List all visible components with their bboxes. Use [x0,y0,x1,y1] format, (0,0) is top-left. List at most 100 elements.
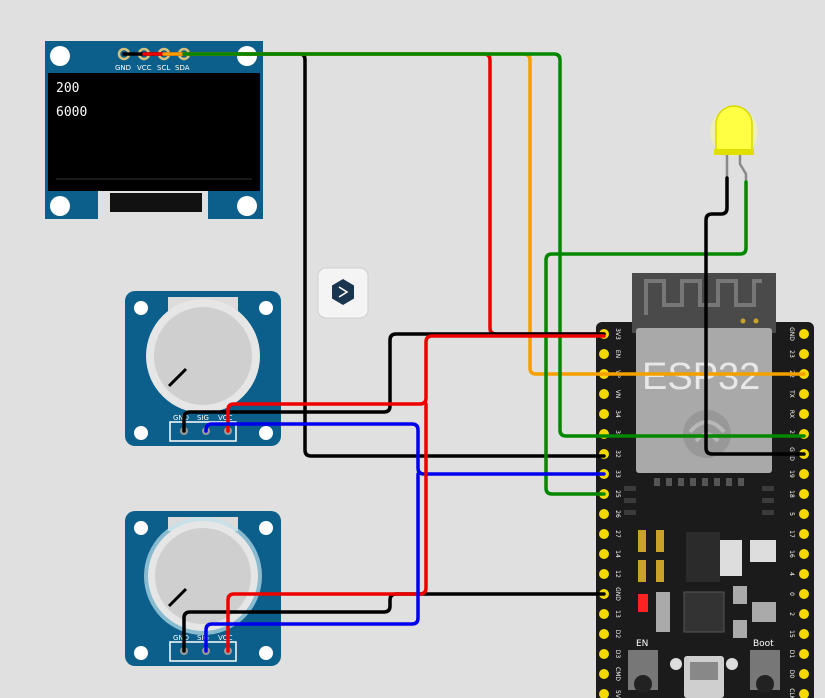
wire-pot1-sig[interactable] [204,422,606,476]
esp32-pin-label: 35 [614,430,621,438]
pot-pin-label: SIG [197,634,209,642]
esp32-pin-left-26[interactable] [599,509,609,519]
oled-mount-hole [50,46,70,66]
esp32-uart-chip [683,591,725,633]
esp32-pin-label: 26 [614,510,621,518]
esp32-pin-right-17[interactable] [799,529,809,539]
esp32-pin-label: 17 [788,530,795,538]
esp32-title: ESP32 [642,356,760,398]
esp32-pin-label: 5 [788,512,795,516]
esp32-pin-left-en[interactable] [599,349,609,359]
esp32-pin-label: GND [788,327,795,341]
pot-knob[interactable] [155,528,251,624]
oled-line-1: 200 [56,81,79,96]
esp32-pin-label: VN [614,390,621,399]
esp32-boot-label: Boot [753,639,774,649]
esp32-pin-right-16[interactable] [799,549,809,559]
esp32-pin-right-18[interactable] [799,489,809,499]
wire-pot2-sig[interactable] [204,472,420,653]
esp32-pin-right-15[interactable] [799,629,809,639]
esp32-en-label: EN [636,639,648,649]
esp32-pin-label: 12 [614,570,621,578]
esp32-pin-right-19[interactable] [799,469,809,479]
pot-pin-label: GND [173,634,189,642]
esp32-pin-right-2[interactable] [799,609,809,619]
pot-mount-hole [134,301,148,315]
oled-pin-label: GND [115,64,131,72]
oled-mount-hole [237,196,257,216]
esp32-pin-left-34[interactable] [599,409,609,419]
esp32-pin-label: 5V [614,690,621,698]
pot-mount-hole [259,426,273,440]
pot-pin-label: SIG [197,414,209,422]
esp32-pin-label: 14 [614,550,621,558]
esp32-pin-right-0[interactable] [799,589,809,599]
oled-pin-label: SDA [175,64,190,72]
esp32-pin-label: 2 [788,612,795,616]
esp32-pin-left-12[interactable] [599,569,609,579]
esp32-pin-left-d3[interactable] [599,649,609,659]
esp32-pin-left-5v[interactable] [599,689,609,698]
wire-pot1-vcc[interactable] [226,334,606,433]
esp32-pin-label: 33 [614,470,621,478]
wire-led-cathode[interactable] [704,176,806,456]
esp32-pin-label: 23 [788,350,795,358]
esp32-pin-right-d1[interactable] [799,649,809,659]
pot-mount-hole [259,646,273,660]
led-body [715,105,753,151]
esp32-pin-right-rx[interactable] [799,409,809,419]
pot-pin-header [169,421,237,442]
wire-pot2-vcc[interactable] [226,402,428,653]
esp32-pin-label: D3 [614,650,621,659]
wokwi-logo-icon[interactable] [317,267,369,319]
pot-pin-label: VCC [218,414,233,422]
esp32-pin-right-tx[interactable] [799,389,809,399]
esp32-pin-label: CLK [788,688,795,698]
esp32-pin-left-13[interactable] [599,609,609,619]
esp32-pin-label: D1 [788,650,795,659]
potentiometer-2[interactable]: GND SIG VCC [125,511,281,666]
esp32-pin-label: EN [614,350,621,358]
pot-knob[interactable] [154,307,252,405]
wire-pot1-gnd[interactable] [182,332,606,433]
led-anode-leg[interactable] [738,155,748,182]
esp32-pin-right-d0[interactable] [799,669,809,679]
esp32-pin-right-5[interactable] [799,509,809,519]
oled-pin-label: SCL [157,64,170,72]
esp32-pin-right-clk[interactable] [799,689,809,698]
esp32-power-led [638,594,648,612]
pot-pin-label: GND [173,414,189,422]
pot-pin-label: VCC [218,634,233,642]
esp32-transistor [750,540,776,562]
pot-mount-hole [259,301,273,315]
esp32-pin-right-23[interactable] [799,349,809,359]
esp32-pin-left-cmd[interactable] [599,669,609,679]
oled-display[interactable]: GND VCC SCL SDA 200 6000 [45,41,263,219]
esp32-pin-label: 34 [614,410,621,418]
led-base [714,149,754,155]
esp32-pin-label: D0 [788,670,795,679]
wire-oled-sda[interactable] [182,52,806,438]
esp32-pin-right-4[interactable] [799,569,809,579]
pot-knob-indicator [167,587,188,608]
esp32-pin-left-14[interactable] [599,549,609,559]
led-icon[interactable] [710,105,758,182]
esp32-board[interactable]: ESP32 EN [596,273,814,698]
pot-mount-hole [134,426,148,440]
esp32-pin-left-d2[interactable] [599,629,609,639]
oled-mount-hole [237,46,257,66]
potentiometer-1[interactable]: GND SIG VCC [125,291,281,446]
wire-led-anode[interactable] [544,180,748,496]
esp32-pin-left-vn[interactable] [599,389,609,399]
oled-ribbon [110,193,202,212]
esp32-pin-label: 18 [788,490,795,498]
esp32-pin-right-gnd[interactable] [799,329,809,339]
esp32-pin-label: 25 [614,490,621,498]
oled-mount-hole [50,196,70,216]
esp32-pin-label: 21 [788,430,795,438]
pot-knob-indicator [167,367,188,388]
esp32-pin-left-27[interactable] [599,529,609,539]
esp32-pin-label: RX [788,410,795,418]
esp32-regulator [686,532,720,582]
